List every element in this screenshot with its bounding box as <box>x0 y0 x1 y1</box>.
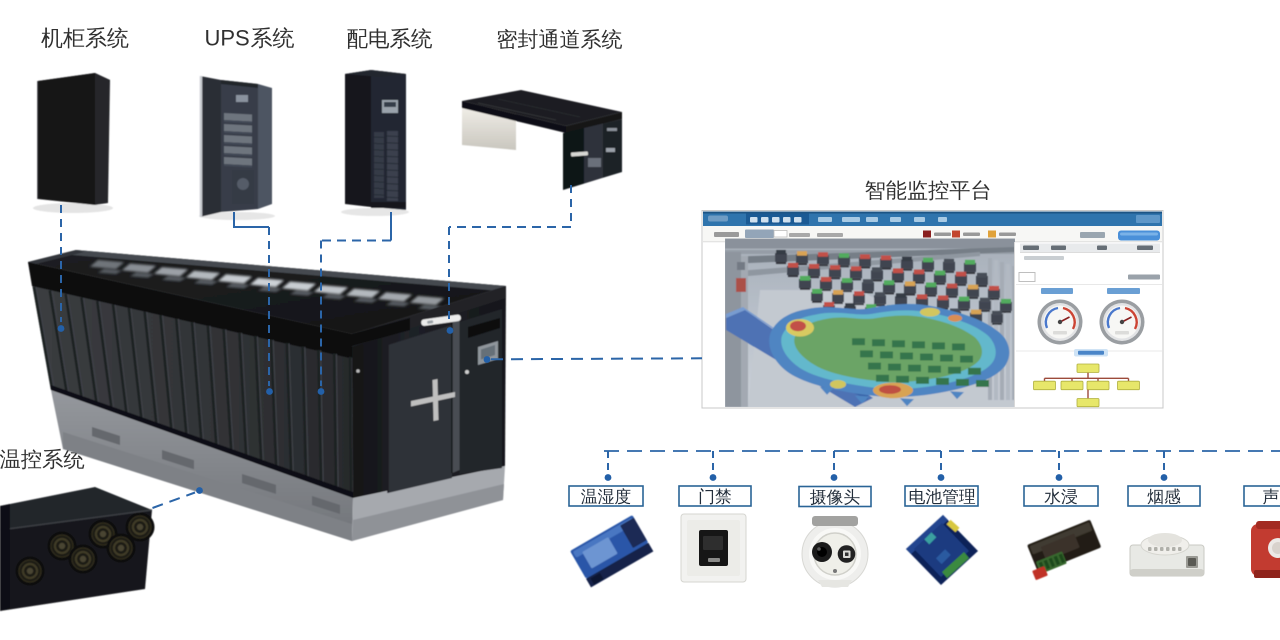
svg-text:UPS: UPS <box>205 26 250 51</box>
